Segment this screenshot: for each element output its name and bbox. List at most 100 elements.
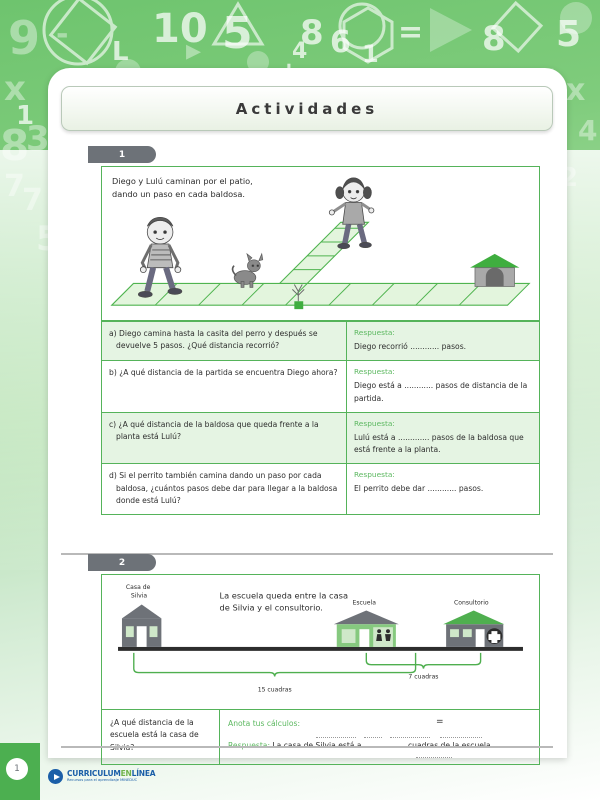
svg-text:8: 8	[300, 13, 324, 53]
question-text: a) Diego camina hasta la casita del perr…	[109, 329, 318, 351]
caption-line-1: Diego y Lulú caminan por el patio,	[112, 176, 253, 186]
svg-text:1: 1	[16, 101, 34, 131]
table-row: ¿A qué distancia de la escuela está la c…	[101, 709, 540, 765]
answer-label: Respuesta:	[228, 741, 270, 750]
question-cell: d) Si el perrito también camina dando un…	[101, 463, 347, 516]
svg-text:4: 4	[292, 39, 307, 64]
school-icon: Escuela	[333, 600, 399, 647]
doghouse-figure	[470, 253, 520, 287]
patio-scene-svg	[110, 177, 531, 310]
svg-text:8: 8	[482, 19, 506, 59]
calc-blank-3[interactable]	[390, 737, 430, 738]
calc-blank-2[interactable]	[364, 737, 382, 738]
brace-15-cuadras	[133, 652, 417, 677]
page-title-text: Actividades	[235, 99, 379, 118]
question-text: ¿A qué distancia de la escuela está la c…	[110, 718, 199, 752]
answer-cell[interactable]: Respuesta: Lulú está a ............. pas…	[346, 411, 540, 465]
logo-tagline: Recursos para el aprendizaje MINEDUC	[67, 777, 138, 782]
caption-line-2: dando un paso en cada baldosa.	[112, 188, 246, 199]
question-cell: a) Diego camina hasta la casita del perr…	[101, 320, 347, 362]
diagonal-tile-path	[278, 221, 370, 285]
activity-number-2: 2	[118, 557, 126, 568]
svg-text:5: 5	[222, 8, 253, 59]
svg-text:Consultorio: Consultorio	[454, 600, 489, 607]
clinic-icon: Consultorio	[443, 600, 505, 647]
play-icon	[48, 769, 63, 784]
calc-label: Anota tus cálculos:	[228, 719, 301, 728]
answer-blank[interactable]	[416, 757, 452, 758]
map-statement-line-1: La escuela queda entre la casa	[220, 591, 349, 601]
boy-diego-figure	[137, 216, 183, 298]
calc-blank-1[interactable]	[316, 737, 356, 738]
activity-2-answer-table: ¿A qué distancia de la escuela está la c…	[101, 709, 540, 765]
svg-text:-: -	[56, 17, 68, 52]
logo-name: CURRICULUMENLÍNEA	[67, 769, 156, 779]
table-row: a) Diego camina hasta la casita del perr…	[101, 320, 540, 362]
table-row: b) ¿A qué distancia de la partida se enc…	[101, 360, 540, 413]
activity-2-map: La escuela queda entre la casa de Silvia…	[101, 574, 540, 710]
svg-text:9: 9	[8, 11, 40, 65]
page-title: Actividades	[61, 86, 553, 131]
activity-number-badge-2: 2	[88, 554, 156, 571]
svg-text:L: L	[112, 37, 129, 67]
answer-cell[interactable]: Anota tus cálculos: = Respuesta: La casa…	[219, 709, 540, 765]
calculation-row[interactable]: Anota tus cálculos: =	[228, 717, 531, 741]
answer-label: Respuesta:	[354, 470, 395, 480]
calc-blank-4[interactable]	[440, 737, 482, 738]
svg-text:4: 4	[578, 114, 597, 147]
girl-lulu-figure	[328, 177, 375, 250]
svg-text:8: 8	[0, 121, 29, 170]
section-divider-2	[61, 746, 553, 748]
activity-1-illustration: Diego y Lulú caminan por el patio, dando…	[101, 166, 540, 321]
brace-7-label: 7 cuadras	[408, 673, 438, 680]
svg-text:Escuela: Escuela	[353, 600, 377, 607]
svg-text:x: x	[566, 73, 585, 108]
answer-label: Respuesta:	[354, 367, 395, 377]
answer-text: Diego recorrió ............ pasos.	[354, 342, 467, 351]
question-text: c) ¿A qué distancia de la baldosa que qu…	[109, 419, 319, 442]
answer-text-before: La casa de Silvia está a	[272, 741, 361, 750]
curriculum-en-linea-logo[interactable]: CURRICULUMENLÍNEA Recursos para el apren…	[48, 769, 156, 784]
logo-name-3: LÍNEA	[131, 769, 156, 779]
svg-text:x: x	[4, 69, 26, 109]
activity-number-1: 1	[118, 149, 126, 160]
answer-line[interactable]: Respuesta: La casa de Silvia está a cuad…	[228, 741, 531, 758]
answer-cell[interactable]: Respuesta: Diego recorrió ............ p…	[346, 320, 540, 362]
section-divider-1	[61, 553, 553, 555]
map-statement-line-2: de Silvia y el consultorio.	[220, 602, 323, 612]
dog-figure	[231, 252, 264, 288]
table-row: d) Si el perrito también camina dando un…	[101, 463, 540, 516]
illustration-caption: Diego y Lulú caminan por el patio, dando…	[112, 175, 253, 200]
svg-text:6: 6	[330, 25, 351, 60]
answer-text: Diego está a ............ pasos de dista…	[354, 381, 528, 403]
svg-text:3: 3	[26, 119, 50, 159]
question-cell: c) ¿A qué distancia de la baldosa que qu…	[101, 411, 347, 465]
page-number: 1	[6, 758, 28, 780]
svg-text:10: 10	[152, 6, 208, 52]
street-map-svg: La escuela queda entre la casa de Silvia…	[118, 584, 523, 693]
equals-sign: =	[436, 717, 444, 727]
question-cell: b) ¿A qué distancia de la partida se enc…	[101, 360, 347, 413]
svg-text:7: 7	[22, 183, 43, 218]
answer-cell[interactable]: Respuesta: Diego está a ............ pas…	[346, 360, 540, 413]
answer-cell[interactable]: Respuesta: El perrito debe dar .........…	[346, 463, 540, 516]
svg-text:Casa de: Casa de	[126, 584, 151, 591]
plant-figure	[292, 284, 305, 310]
answer-text-after: cuadras de la escuela.	[408, 741, 493, 750]
svg-text:7: 7	[4, 169, 25, 204]
street-line	[118, 646, 523, 651]
logo-name-2: EN	[120, 769, 132, 779]
activity-number-badge-1: 1	[88, 146, 156, 163]
answer-text: Lulú está a ............. pasos de la ba…	[354, 432, 524, 455]
svg-text:Silvia: Silvia	[131, 593, 148, 600]
content-card: Actividades 1 Diego y Lulú caminan por e…	[48, 68, 567, 765]
activity-1-question-table: a) Diego camina hasta la casita del perr…	[101, 320, 540, 516]
svg-text:▸: ▸	[186, 33, 201, 68]
answer-label: Respuesta:	[354, 328, 395, 337]
answer-label: Respuesta:	[354, 418, 395, 428]
brace-15-label: 15 cuadras	[258, 686, 292, 693]
table-row: c) ¿A qué distancia de la baldosa que qu…	[101, 411, 540, 465]
svg-text:5: 5	[556, 14, 581, 55]
question-text: b) ¿A qué distancia de la partida se enc…	[109, 368, 338, 378]
house-icon-silvia: Casa de Silvia	[121, 584, 162, 647]
